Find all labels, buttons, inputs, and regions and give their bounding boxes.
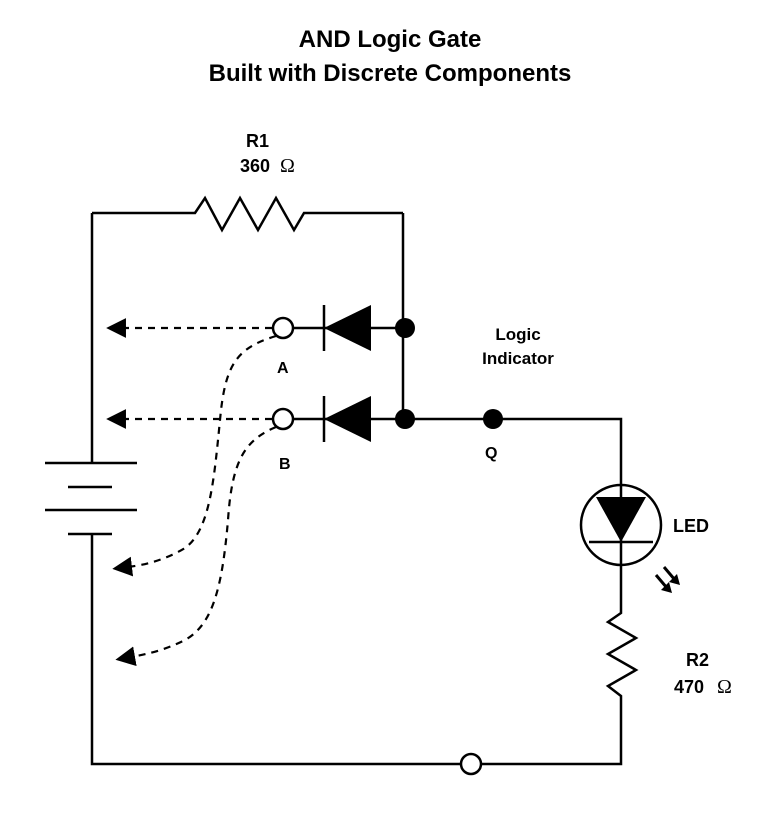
ground-terminal: [459, 752, 483, 776]
output-q-label: Q: [485, 445, 497, 462]
r1-label: R1: [246, 131, 269, 151]
input-a-low-dashed-curve: [112, 334, 277, 577]
input-a-label: A: [277, 360, 289, 377]
light-emission-arrows-icon: [654, 566, 680, 593]
input-a-terminal: [271, 316, 295, 340]
r1-ohm-symbol: Ω: [280, 155, 295, 177]
output-q-dot: [483, 409, 503, 429]
bottom-wire-left: [90, 534, 461, 766]
diagram-title-line2: Built with Discrete Components: [208, 60, 572, 87]
output-wire: [405, 417, 623, 487]
diode-b-icon: [294, 396, 403, 442]
logic-indicator-label-line2: Indicator: [482, 349, 554, 368]
logic-indicator-label-line1: Logic: [495, 325, 540, 344]
r1-resistor: [92, 195, 403, 233]
input-b-label: B: [279, 456, 291, 473]
r1-value: 360: [240, 156, 270, 176]
input-b-terminal: [271, 407, 295, 431]
diagram-title-line1: AND Logic Gate: [298, 26, 482, 53]
input-b-low-dashed-curve: [115, 425, 277, 667]
led-icon: [579, 483, 663, 567]
r2-ohm-symbol: Ω: [717, 676, 732, 698]
junction-dot-a: [395, 318, 415, 338]
r2-value: 470: [674, 677, 704, 697]
bottom-wire-right: [481, 700, 623, 766]
r2-label: R2: [686, 650, 709, 670]
led-label: LED: [673, 516, 709, 536]
r2-resistor: [605, 565, 639, 700]
diode-a-icon: [294, 305, 403, 351]
battery-icon: [45, 461, 137, 536]
